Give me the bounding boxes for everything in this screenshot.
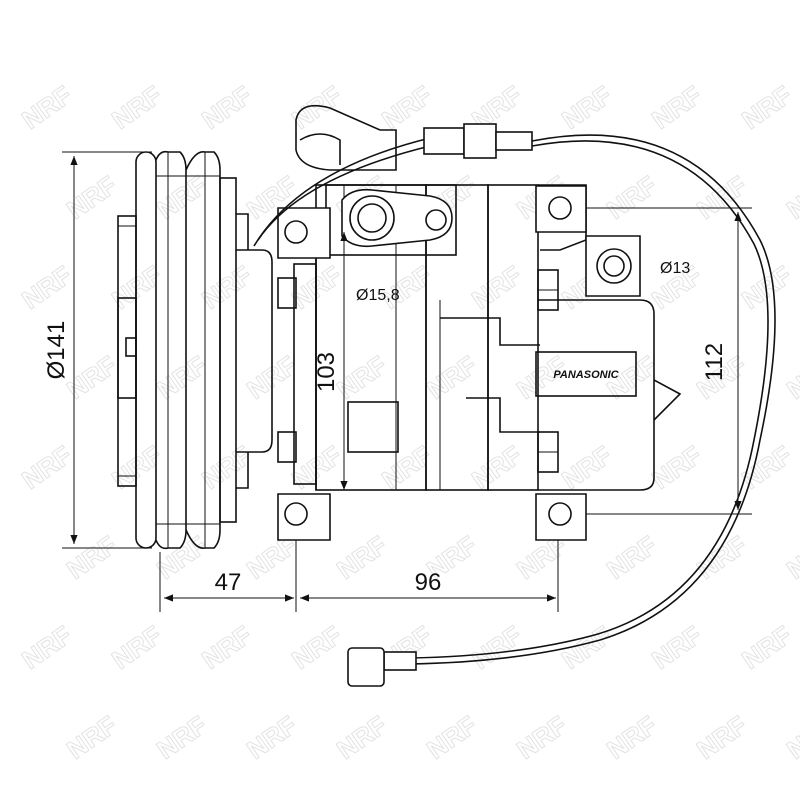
watermark-tile: NRF bbox=[61, 350, 122, 405]
watermark-tile: NRF bbox=[691, 710, 752, 765]
dim-pulley-diameter: Ø141 bbox=[43, 321, 70, 380]
watermark-tile: NRF bbox=[331, 350, 392, 405]
watermark-tile: NRF bbox=[16, 620, 77, 675]
dim-mount-height: 112 bbox=[701, 343, 728, 381]
dim-clutch-offset: 47 bbox=[215, 569, 242, 596]
watermark-tile: NRF bbox=[646, 80, 707, 135]
watermark-tile: NRF bbox=[376, 440, 437, 495]
dim-discharge-port: Ø13 bbox=[660, 260, 690, 277]
watermark-tile: NRF bbox=[16, 440, 77, 495]
dim-suction-port: Ø15,8 bbox=[356, 287, 400, 304]
watermark-tile: NRF bbox=[556, 620, 617, 675]
pulley bbox=[117, 150, 273, 550]
compressor-body bbox=[277, 104, 682, 491]
watermark-tile: NRF bbox=[421, 710, 482, 765]
dim-body-height: 103 bbox=[313, 352, 340, 392]
watermark-tile: NRF bbox=[781, 350, 800, 405]
dim-mount-spacing: 96 bbox=[415, 569, 442, 596]
electrical-cable bbox=[253, 123, 776, 687]
watermark-tile: NRF bbox=[151, 350, 212, 405]
watermark-tile: NRF bbox=[331, 710, 392, 765]
watermark-tile: NRF bbox=[196, 620, 257, 675]
watermark-tile: NRF bbox=[601, 170, 662, 225]
watermark-tile: NRF bbox=[151, 170, 212, 225]
watermark-tile: NRF bbox=[511, 710, 572, 765]
watermark-tile: NRF bbox=[736, 440, 797, 495]
watermark-tile: NRF bbox=[286, 620, 347, 675]
discharge-port bbox=[585, 235, 641, 297]
watermark-tile: NRF bbox=[556, 80, 617, 135]
watermark-tile: NRF bbox=[151, 710, 212, 765]
bolt-heads bbox=[537, 269, 559, 473]
watermark-tile: NRF bbox=[376, 80, 437, 135]
watermark-tile: NRF bbox=[61, 170, 122, 225]
watermark-tile: NRF bbox=[421, 350, 482, 405]
watermark-tile: NRF bbox=[646, 440, 707, 495]
watermark-tile: NRF bbox=[466, 260, 527, 315]
watermark-tile: NRF bbox=[556, 440, 617, 495]
watermark-tile: NRF bbox=[781, 170, 800, 225]
dimension-labels: Ø141 47 96 103 112 Ø15,8 Ø13 bbox=[43, 260, 728, 596]
brand-label: PANASONIC bbox=[553, 369, 619, 381]
watermark-tile: NRF bbox=[61, 710, 122, 765]
nameplate: PANASONIC bbox=[535, 351, 637, 397]
watermark-tile: NRF bbox=[601, 530, 662, 585]
watermark-tile: NRF bbox=[16, 260, 77, 315]
watermark-tile: NRF bbox=[241, 710, 302, 765]
watermark-tile: NRF bbox=[781, 710, 800, 765]
suction-port bbox=[341, 188, 453, 248]
mounting-ears bbox=[277, 185, 587, 541]
watermark-tile: NRF bbox=[16, 80, 77, 135]
watermark-tile: NRF bbox=[736, 80, 797, 135]
watermark-tile: NRF bbox=[466, 620, 527, 675]
dimension-lines bbox=[62, 151, 752, 612]
watermark-tile: NRF bbox=[61, 530, 122, 585]
watermark-tile: NRF bbox=[736, 620, 797, 675]
watermark-tile: NRF bbox=[646, 620, 707, 675]
watermark-tile: NRF bbox=[781, 530, 800, 585]
watermark-tile: NRF bbox=[106, 620, 167, 675]
watermark-tile: NRF bbox=[106, 80, 167, 135]
watermark-tile: NRF bbox=[196, 80, 257, 135]
watermark-tile: NRF bbox=[601, 710, 662, 765]
watermark-tile: NRF bbox=[466, 440, 527, 495]
watermark-tile: NRF bbox=[331, 530, 392, 585]
